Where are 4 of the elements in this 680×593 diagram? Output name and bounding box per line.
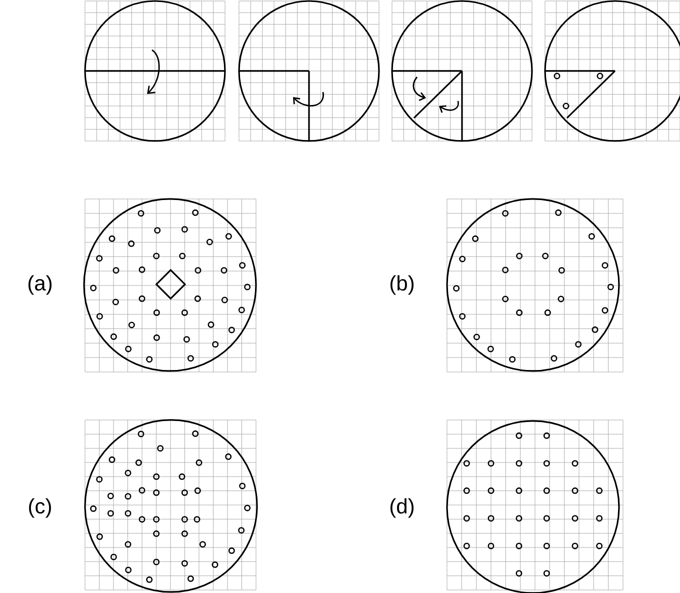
panel-label: (d) xyxy=(390,498,414,518)
panel-label: (c) xyxy=(29,498,51,518)
panel-label: (b) xyxy=(390,275,414,295)
panel-label: (a) xyxy=(28,275,52,295)
